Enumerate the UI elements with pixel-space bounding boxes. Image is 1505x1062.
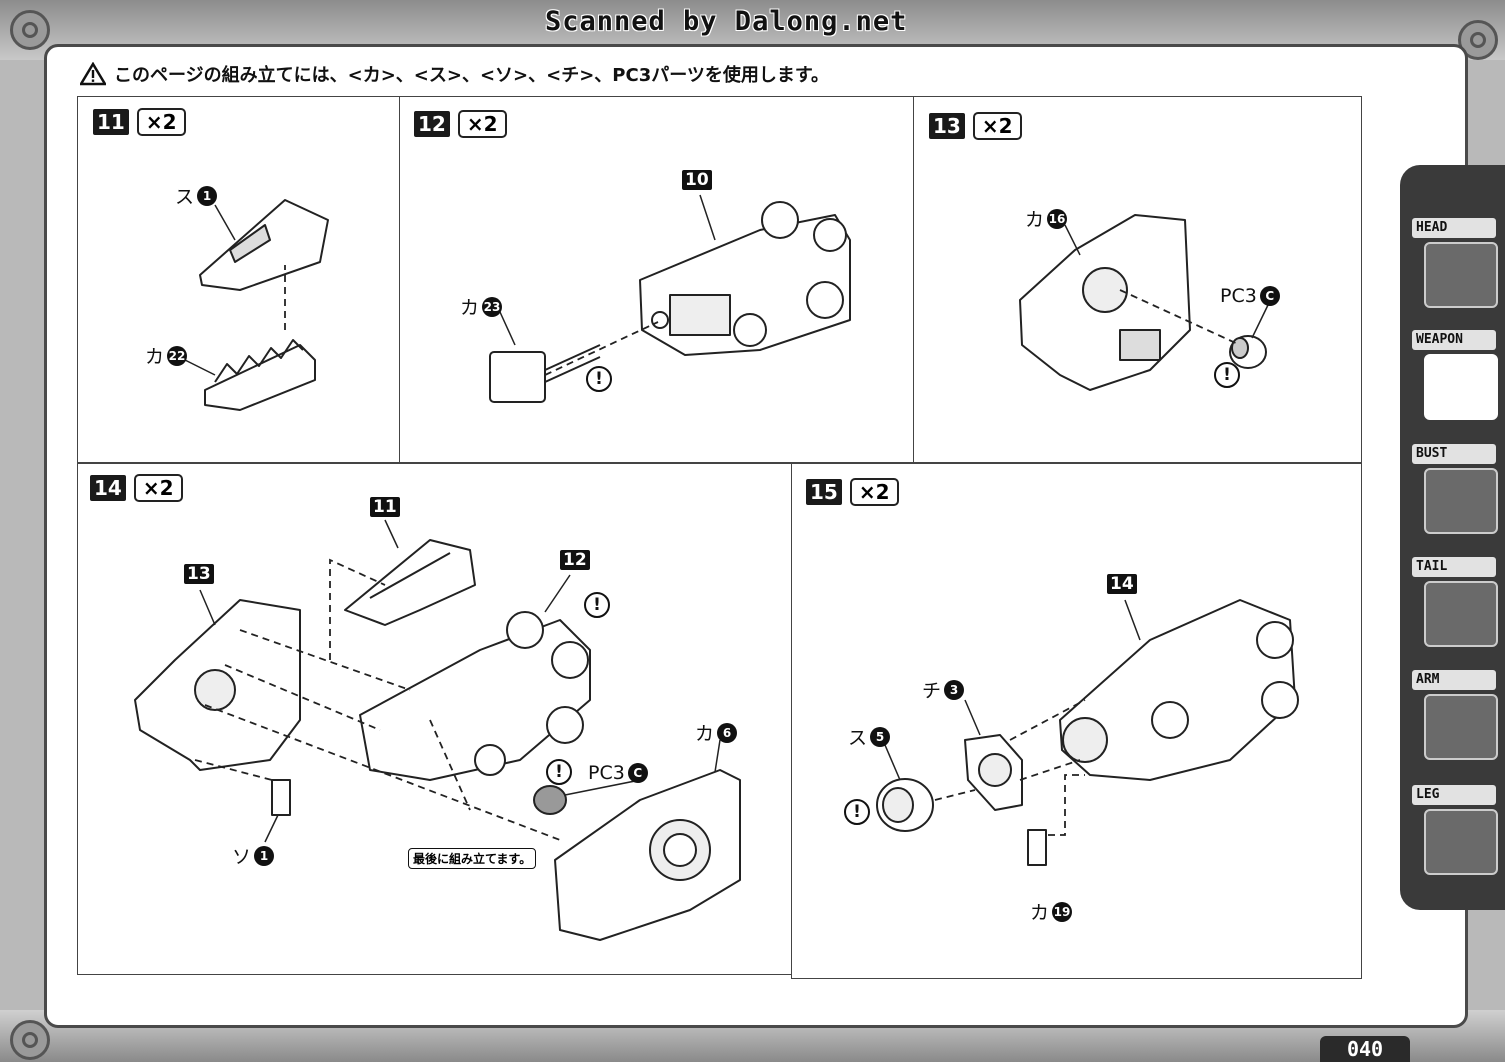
part-number: 5: [870, 726, 891, 747]
quantity-badge: ×2: [972, 112, 1022, 140]
caution-icon: !: [1214, 362, 1240, 388]
caution-icon: !: [586, 366, 612, 392]
part-number: C: [1259, 286, 1280, 306]
quantity-badge: ×2: [849, 478, 899, 506]
runner-name: PC3: [1220, 285, 1257, 307]
step-number: 14: [90, 475, 126, 501]
part-number: C: [627, 763, 648, 783]
part-label: カ 19: [1030, 898, 1073, 925]
part-label: カ 16: [1025, 205, 1068, 232]
step-reference: 11: [370, 497, 400, 517]
part-number: 23: [482, 296, 503, 317]
warning-icon: [80, 62, 106, 86]
runner-name: ス: [175, 186, 195, 208]
step-number: 13: [929, 113, 965, 139]
step-14-cover-part: [344, 539, 476, 626]
step-number: 11: [93, 109, 129, 135]
step-reference: 12: [560, 550, 590, 570]
caution-icon: !: [584, 592, 610, 618]
step-14-gun-assembly: [359, 611, 591, 781]
step-11-header: 11 ×2: [93, 108, 186, 136]
part-label: ソ 1: [232, 842, 275, 869]
runner-name: ス: [848, 727, 868, 749]
step-12-gun-assembly: [639, 201, 851, 356]
step-13-pc3-cap: [1229, 335, 1267, 369]
sidebar-item-label: ARM: [1412, 670, 1496, 690]
step-15-header: 15 ×2: [806, 478, 899, 506]
part-label: ス 1: [175, 182, 218, 209]
part-number: 16: [1047, 208, 1068, 229]
arm-icon: [1424, 694, 1498, 760]
sidebar-item-label: TAIL: [1412, 557, 1496, 577]
runner-name: チ: [922, 680, 942, 702]
part-number: 22: [167, 345, 188, 366]
quantity-badge: ×2: [457, 110, 507, 138]
step-11-lower-part: [204, 339, 316, 411]
part-label: チ 3: [922, 676, 965, 703]
watermark: Scanned by Dalong.net: [545, 6, 908, 37]
runner-name: ソ: [232, 846, 252, 868]
step-13-header: 13 ×2: [929, 112, 1022, 140]
notice-text: このページの組み立てには、<カ>、<ス>、<ソ>、<チ>、PC3パーツを使用しま…: [114, 65, 830, 86]
quantity-badge: ×2: [136, 108, 186, 136]
caution-icon: !: [546, 759, 572, 785]
leg-icon: [1424, 809, 1498, 875]
step-13-housing: [1019, 214, 1191, 391]
runner-name: カ: [695, 723, 715, 745]
sidebar-item-arm[interactable]: ARM: [1410, 670, 1498, 770]
part-label: PC3 C: [588, 762, 648, 784]
gear-icon: [10, 10, 50, 50]
sidebar-item-head[interactable]: HEAD: [1410, 218, 1498, 318]
step-reference: 13: [184, 564, 214, 584]
sidebar-item-label: HEAD: [1412, 218, 1496, 238]
quantity-badge: ×2: [133, 474, 183, 502]
head-icon: [1424, 242, 1498, 308]
part-label: カ 6: [695, 719, 738, 746]
step-14-large-part: [554, 769, 741, 941]
part-number: 1: [197, 185, 218, 206]
runner-name: PC3: [588, 762, 625, 784]
part-label: カ 22: [145, 342, 188, 369]
part-number: 3: [944, 679, 965, 700]
sidebar-item-label: WEAPON: [1412, 330, 1496, 350]
step-reference: 10: [682, 170, 712, 190]
parts-notice: このページの組み立てには、<カ>、<ス>、<ソ>、<チ>、PC3パーツを使用しま…: [80, 60, 829, 88]
runner-name: カ: [1030, 902, 1050, 924]
part-label: ス 5: [848, 723, 891, 750]
step-14-housing: [134, 599, 301, 771]
part-label: カ 23: [460, 293, 503, 320]
sidebar-item-bust[interactable]: BUST: [1410, 444, 1498, 544]
step-12-header: 12 ×2: [414, 110, 507, 138]
sidebar-item-tail[interactable]: TAIL: [1410, 557, 1498, 657]
weapon-icon: [1424, 354, 1498, 420]
runner-name: カ: [460, 297, 480, 319]
step-number: 15: [806, 479, 842, 505]
step-11-upper-part: [199, 199, 329, 291]
caution-icon: !: [844, 799, 870, 825]
step-15-assembly: [1059, 599, 1299, 781]
part-number: 1: [254, 845, 275, 866]
gear-icon: [10, 1020, 50, 1060]
page-number: 040: [1320, 1036, 1410, 1062]
part-number: 6: [717, 722, 738, 743]
bust-icon: [1424, 468, 1498, 534]
sidebar-item-weapon[interactable]: WEAPON: [1410, 330, 1498, 430]
step-14-small-parts: [271, 779, 567, 816]
sidebar-item-leg[interactable]: LEG: [1410, 785, 1498, 885]
step-reference: 14: [1107, 574, 1137, 594]
runner-name: カ: [1025, 209, 1045, 231]
assembly-note: 最後に組み立てます。: [408, 848, 537, 869]
part-number: 19: [1052, 901, 1073, 922]
step-14-header: 14 ×2: [90, 474, 183, 502]
sidebar-item-label: LEG: [1412, 785, 1496, 805]
tail-icon: [1424, 581, 1498, 647]
step-number: 12: [414, 111, 450, 137]
step-12-pin-part: [489, 344, 601, 403]
sidebar-item-label: BUST: [1412, 444, 1496, 464]
part-label: PC3 C: [1220, 285, 1280, 307]
step-15-parts: [876, 734, 1047, 866]
runner-name: カ: [145, 346, 165, 368]
